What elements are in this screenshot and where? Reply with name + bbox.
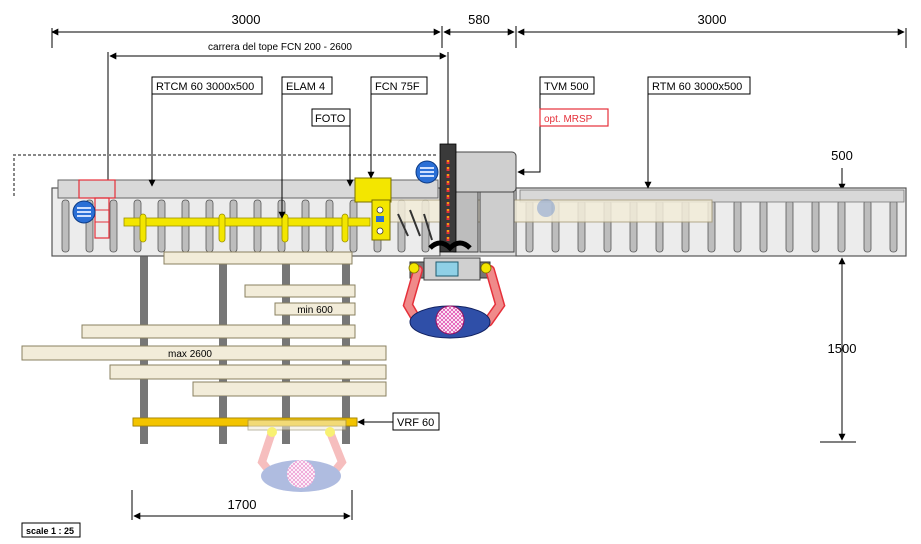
label-text: RTM 60 3000x500 (652, 81, 742, 93)
dimension-label: 3000 (698, 12, 727, 27)
label-text: opt. MRSP (544, 114, 593, 125)
dimension-right-tall: 1500 (820, 257, 857, 443)
red-stop-module (78, 179, 116, 239)
label-rtcm: RTCM 60 3000x500 (148, 76, 263, 187)
conveyor-roller (785, 199, 794, 253)
label-text: TVM 500 (544, 81, 589, 93)
label-text: RTCM 60 3000x500 (156, 81, 254, 93)
board-max-label: max 2600 (168, 349, 212, 360)
label-rtm: RTM 60 3000x500 (644, 76, 751, 189)
blue-control-button[interactable] (72, 200, 96, 224)
dimension-top-right: 3000 (517, 12, 907, 48)
conveyor-roller (889, 199, 898, 253)
boards-stack (21, 251, 387, 397)
conveyor-roller (109, 199, 118, 253)
dimension-label: carrera del tope FCN 200 - 2600 (208, 42, 352, 53)
dimension-right-small: 500 (830, 148, 856, 193)
conveyor-roller (837, 199, 846, 253)
scale-indicator: scale 1 : 25 (21, 522, 81, 538)
label-text: FCN 75F (375, 81, 420, 93)
dimension-label: 3000 (232, 12, 261, 27)
elam-stops (139, 213, 349, 243)
scale-text: scale 1 : 25 (26, 526, 74, 536)
tvm-saw-machine (397, 143, 517, 253)
dimension-label: 1700 (228, 497, 257, 512)
dimension-bottom: 1700 (131, 490, 353, 520)
dimension-top-left: 3000 (51, 12, 441, 48)
label-fcn: FCN 75F (367, 76, 428, 179)
conveyor-roller (811, 199, 820, 253)
conveyor-roller (61, 199, 70, 253)
blue-control-button[interactable] (415, 160, 439, 184)
operator-figure (247, 419, 347, 492)
label-elam: ELAM 4 (278, 76, 333, 219)
faded-control-button (537, 199, 555, 217)
dimension-label: 1500 (828, 341, 857, 356)
dimension-top-mid: 580 (441, 12, 517, 48)
fcn-stop-unit (354, 177, 392, 241)
label-text: FOTO (315, 113, 346, 125)
conveyor-roller (733, 199, 742, 253)
dimension-label: 500 (831, 148, 853, 163)
label-vrf: VRF 60 (357, 412, 440, 431)
elam-measuring-bar (123, 217, 371, 227)
label-foto: FOTO (311, 108, 354, 187)
conveyor-roller (759, 199, 768, 253)
label-text: VRF 60 (397, 417, 434, 429)
operator-figure (402, 262, 506, 339)
conveyor-roller (863, 199, 872, 253)
dimension-carriage-travel: carrera del tope FCN 200 - 2600 (107, 42, 449, 186)
board-min-label: min 600 (297, 305, 333, 316)
dimension-label: 580 (468, 12, 490, 27)
label-text: ELAM 4 (286, 81, 325, 93)
label-opt-mrsp: opt. MRSP (539, 108, 609, 127)
guard-outline (13, 154, 436, 196)
